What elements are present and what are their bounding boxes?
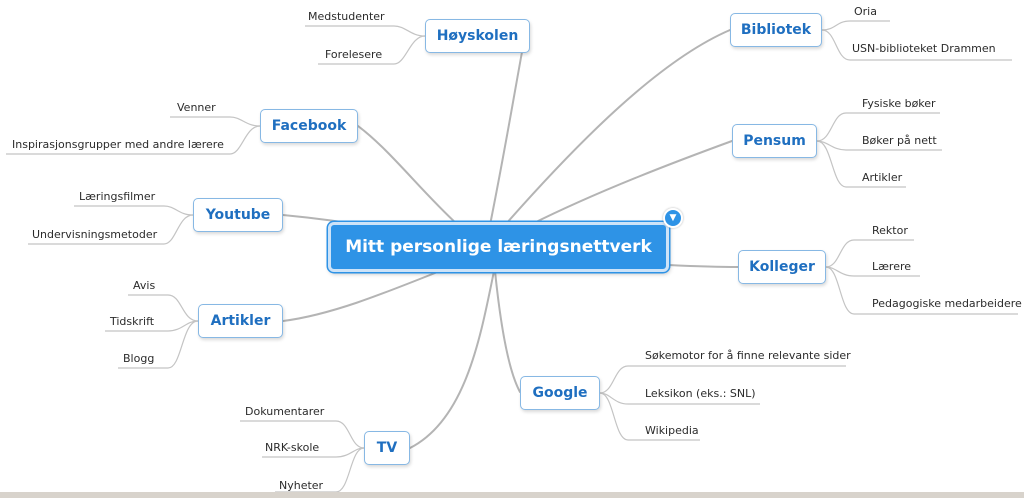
subtopic-rektor[interactable]: Rektor xyxy=(872,224,908,237)
subtopic-forelesere[interactable]: Forelesere xyxy=(325,48,383,61)
subtopic-medstudenter[interactable]: Medstudenter xyxy=(308,10,385,23)
subtopic-nyheter[interactable]: Nyheter xyxy=(279,479,324,492)
central-topic[interactable]: Mitt personlige læringsnettverk xyxy=(328,222,669,272)
subtopic-nrk-skole[interactable]: NRK-skole xyxy=(265,441,320,454)
topic-bibliotek[interactable]: Bibliotek xyxy=(730,13,822,47)
collapse-toggle-icon[interactable]: ▼ xyxy=(663,208,683,228)
subtopic-artikler-pensum[interactable]: Artikler xyxy=(862,171,903,184)
subtopic-usn-biblioteket[interactable]: USN-biblioteket Drammen xyxy=(852,42,996,55)
topic-google[interactable]: Google xyxy=(520,376,600,410)
topic-facebook[interactable]: Facebook xyxy=(260,109,358,143)
subtopic-fysiske-boker[interactable]: Fysiske bøker xyxy=(862,97,936,110)
topic-kolleger[interactable]: Kolleger xyxy=(738,250,826,284)
subtopic-venner[interactable]: Venner xyxy=(177,101,216,114)
subtopic-boker-pa-nett[interactable]: Bøker på nett xyxy=(862,134,937,147)
subtopic-sokemotor[interactable]: Søkemotor for å finne relevante sider xyxy=(645,349,851,362)
subtopic-tidskrift[interactable]: Tidskrift xyxy=(110,315,155,328)
subtopic-avis[interactable]: Avis xyxy=(133,279,156,292)
subtopic-blogg[interactable]: Blogg xyxy=(123,352,155,365)
subtopic-undervisningsmetoder[interactable]: Undervisningsmetoder xyxy=(32,228,158,241)
topic-artikler[interactable]: Artikler xyxy=(198,304,283,338)
subtopic-laeringsfilmer[interactable]: Læringsfilmer xyxy=(79,190,156,203)
subtopic-pedagogiske-medarbeidere[interactable]: Pedagogiske medarbeidere xyxy=(872,297,1022,310)
window-bottom-edge xyxy=(0,492,1024,498)
subtopic-leksikon[interactable]: Leksikon (eks.: SNL) xyxy=(645,387,756,400)
subtopic-laerere[interactable]: Lærere xyxy=(872,260,912,273)
topic-pensum[interactable]: Pensum xyxy=(732,124,817,158)
topic-youtube[interactable]: Youtube xyxy=(193,198,283,232)
topic-tv[interactable]: TV xyxy=(364,431,410,465)
subtopic-inspirasjonsgrupper[interactable]: Inspirasjonsgrupper med andre lærere xyxy=(12,138,224,151)
subtopic-dokumentarer[interactable]: Dokumentarer xyxy=(245,405,325,418)
subtopic-oria[interactable]: Oria xyxy=(854,5,877,18)
topic-hoyskolen[interactable]: Høyskolen xyxy=(425,19,530,53)
subtopic-wikipedia[interactable]: Wikipedia xyxy=(645,424,699,437)
